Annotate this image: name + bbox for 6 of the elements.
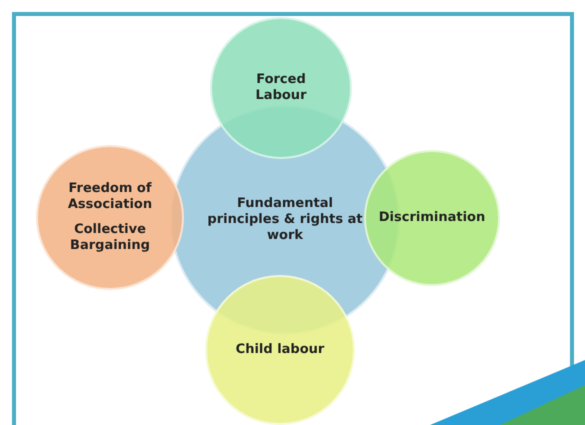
circle-label: Fundamental principles & rights at work bbox=[206, 196, 364, 244]
circle-label: Freedom of Association bbox=[66, 181, 154, 214]
circle-label: Discrimination bbox=[378, 210, 486, 226]
circle-label: Collective Bargaining bbox=[69, 222, 151, 254]
circle-label: Child labour bbox=[236, 342, 324, 358]
circle-label: Forced Labour bbox=[254, 72, 308, 104]
